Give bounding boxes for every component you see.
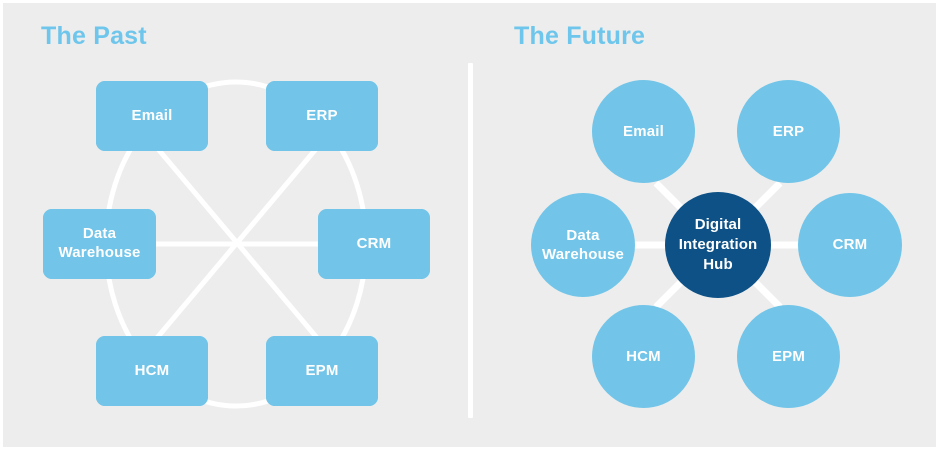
past-node-epm-label: EPM xyxy=(305,361,339,379)
future-node-crm-label: CRM xyxy=(832,236,868,254)
past-node-data-warehouse-label: Data Warehouse xyxy=(58,225,141,261)
spoke-hub-hcm xyxy=(653,278,685,310)
future-node-crm[interactable]: CRM xyxy=(798,193,902,297)
past-node-erp-label: ERP xyxy=(306,106,338,124)
future-node-data-warehouse-label: Data Warehouse xyxy=(541,226,625,264)
line-erp-hcm xyxy=(148,140,324,348)
future-hub-label-line-1: Digital xyxy=(694,216,742,234)
future-node-erp-label: ERP xyxy=(772,122,805,140)
future-node-data-warehouse[interactable]: Data Warehouse xyxy=(531,193,635,297)
future-node-email-label: Email xyxy=(622,122,665,140)
panel-title-future: The Future xyxy=(514,22,646,50)
past-node-erp[interactable]: ERP xyxy=(266,81,378,151)
past-node-email-label: Email xyxy=(131,106,173,124)
future-node-epm[interactable]: EPM xyxy=(737,305,840,408)
future-node-hcm-label: HCM xyxy=(626,347,661,365)
past-node-hcm-label: HCM xyxy=(134,361,170,379)
future-node-epm-label: EPM xyxy=(771,347,806,365)
panel-the-past: The Past Email xyxy=(3,3,469,447)
future-node-email[interactable]: Email xyxy=(592,80,695,183)
past-node-crm[interactable]: CRM xyxy=(318,209,430,279)
future-hub-label: Digital Integration Hub xyxy=(679,215,758,274)
spoke-hub-erp xyxy=(751,180,783,212)
past-node-crm-label: CRM xyxy=(356,234,392,252)
panel-title-past: The Past xyxy=(41,22,147,50)
past-node-data-warehouse[interactable]: Data Warehouse xyxy=(43,209,156,279)
future-hub-label-line-2: Integration xyxy=(678,236,758,254)
line-email-epm xyxy=(150,140,326,348)
past-node-email[interactable]: Email xyxy=(96,81,208,151)
spoke-hub-epm xyxy=(751,278,783,310)
panel-the-future: The Future Email ERP Data Warehouse xyxy=(469,3,936,447)
spoke-hub-email xyxy=(653,180,685,212)
past-node-epm[interactable]: EPM xyxy=(266,336,378,406)
past-node-hcm[interactable]: HCM xyxy=(96,336,208,406)
diagram-surface: The Past Email xyxy=(3,3,936,447)
future-node-hcm[interactable]: HCM xyxy=(592,305,695,408)
panel-divider xyxy=(468,63,473,418)
future-node-erp[interactable]: ERP xyxy=(737,80,840,183)
future-hub-label-line-3: Hub xyxy=(703,255,733,273)
future-node-digital-integration-hub[interactable]: Digital Integration Hub xyxy=(665,192,771,298)
